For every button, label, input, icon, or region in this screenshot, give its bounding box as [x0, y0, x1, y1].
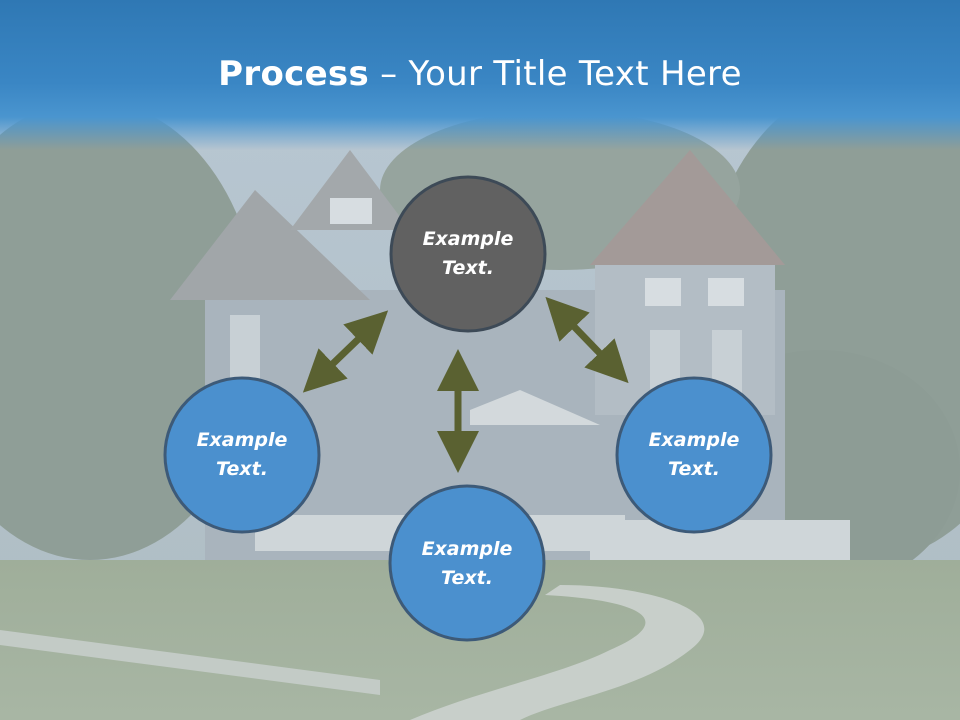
- right-node-line1: Example: [648, 429, 740, 451]
- title-dash: –: [369, 54, 409, 94]
- left-node-line2: Text.: [216, 458, 268, 480]
- title-rest: Your Title Text Here: [408, 54, 742, 94]
- title-bold: Process: [218, 54, 370, 94]
- left-node-line1: Example: [196, 429, 288, 451]
- slide-title: Process – Your Title Text Here: [0, 54, 960, 94]
- center-node-line2: Text.: [442, 257, 494, 279]
- right-node-circle: [615, 376, 773, 534]
- center-node-label: Example Text.: [398, 225, 538, 283]
- bottom-node-label: Example Text.: [397, 535, 537, 593]
- right-node-label: Example Text.: [624, 426, 764, 484]
- right-node-line2: Text.: [668, 458, 720, 480]
- bottom-node-circle: [388, 484, 546, 642]
- left-node-label: Example Text.: [172, 426, 312, 484]
- arrow-center-left: [302, 310, 389, 393]
- title-bar: [0, 0, 960, 150]
- center-node-line1: Example: [422, 228, 514, 250]
- bottom-node-line2: Text.: [441, 567, 493, 589]
- bottom-node-line1: Example: [421, 538, 513, 560]
- arrow-center-right: [545, 296, 629, 384]
- left-node-circle: [163, 376, 321, 534]
- center-node-circle: [389, 175, 547, 333]
